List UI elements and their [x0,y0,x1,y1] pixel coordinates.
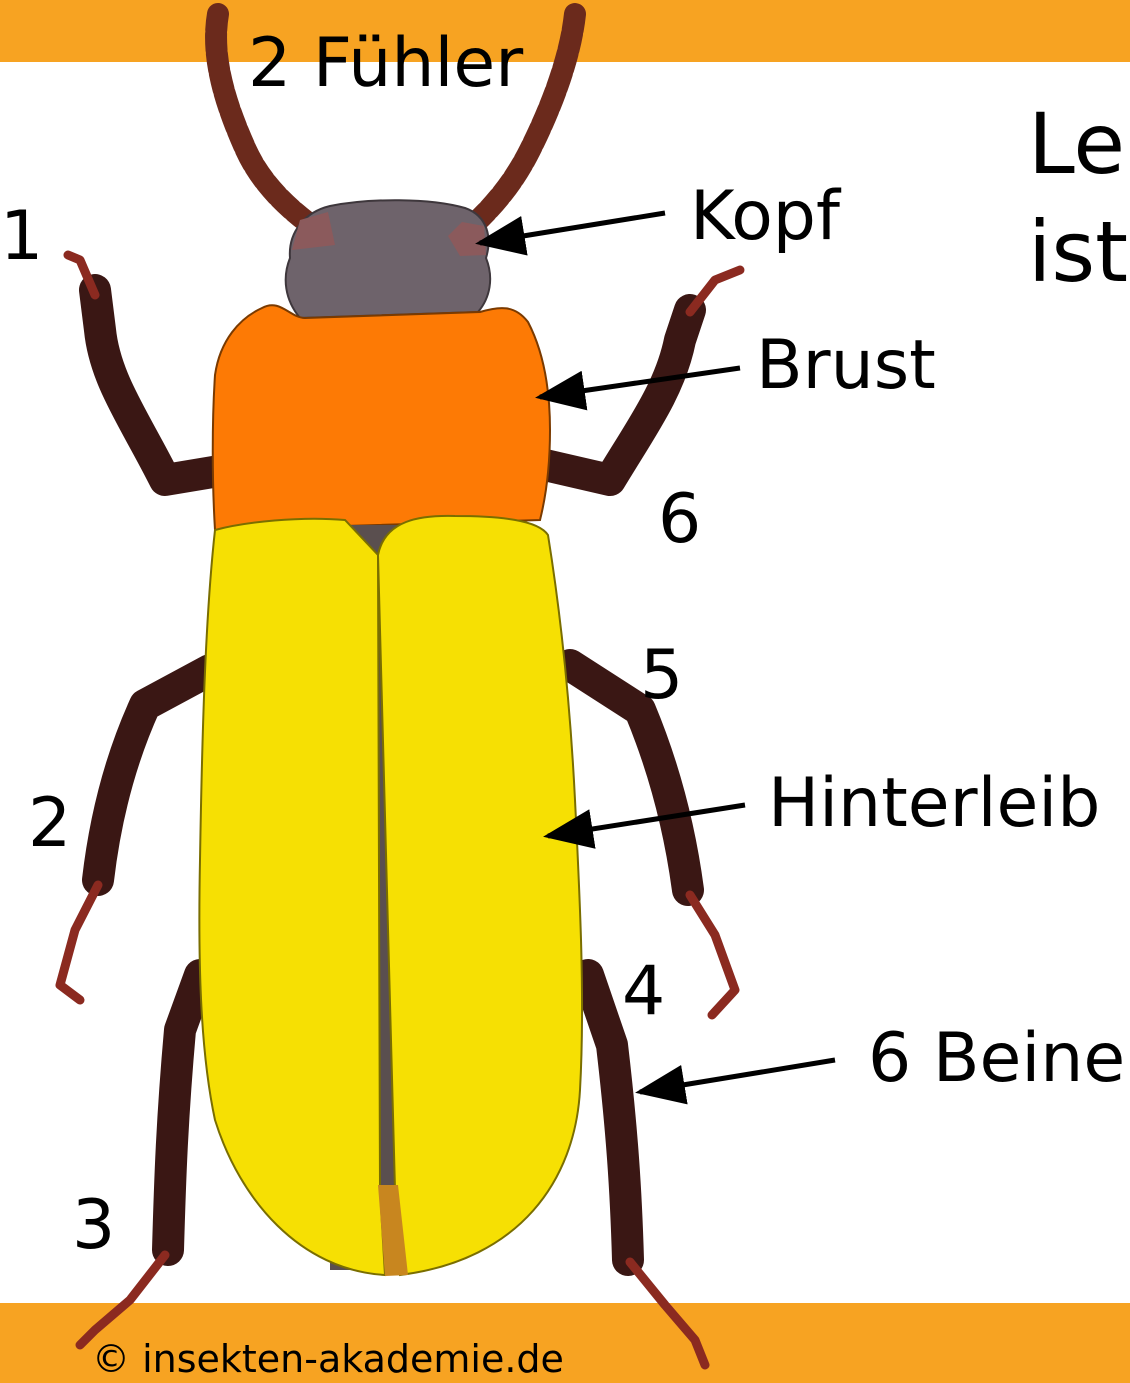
right-elytron [378,516,582,1275]
head-label: Kopf [690,183,840,251]
leg-1 [95,290,225,480]
legs-label: 6 Beine [868,1025,1125,1093]
leg-number-2: 2 [28,790,71,858]
leg-number-5: 5 [640,642,683,710]
abdomen [199,516,582,1276]
leg-2 [98,670,210,880]
left-elytron [199,519,385,1275]
thorax-label: Brust [756,332,936,400]
copyright-text: © insekten-akademie.de [92,1340,564,1378]
leg-number-6: 6 [658,486,701,554]
head [286,200,490,318]
thorax-arrow [540,368,740,397]
abdomen-label: Hinterleib [768,770,1100,838]
thorax [213,305,550,530]
antennae-label: 2 Fühler [248,30,523,98]
title-line-2: ist [1028,210,1128,294]
leg-number-1: 1 [0,203,43,271]
head-arrow [480,213,665,243]
leg-number-4: 4 [622,958,665,1026]
leg-number-3: 3 [72,1192,115,1260]
title-line-1: Le [1028,102,1125,186]
leg-3 [168,975,200,1250]
abdomen-arrow [548,805,745,836]
legs-arrow [640,1060,835,1092]
